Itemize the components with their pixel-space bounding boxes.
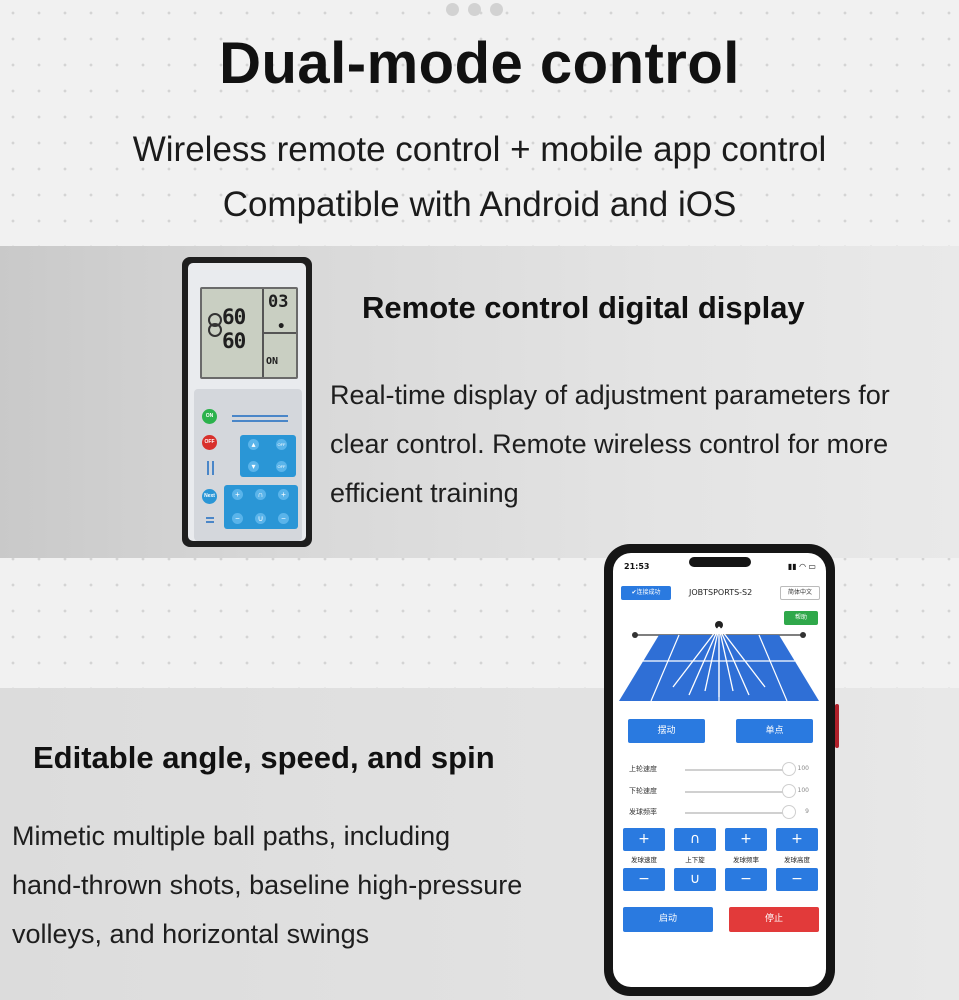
page-title: Dual-mode control — [219, 31, 740, 96]
lcd-divider — [262, 332, 296, 334]
edit-text-line: Mimetic multiple ball paths, including — [12, 821, 451, 851]
slider-top-wheel-speed: 上轮速度 100 — [629, 762, 809, 776]
subtitle-line-2: Compatible with Android and iOS — [222, 185, 737, 224]
slider-track[interactable] — [685, 812, 789, 814]
spin-up-icon: ∩ — [255, 489, 266, 500]
mode-swing-button[interactable]: 摆动 — [628, 719, 705, 743]
phone-notch — [689, 557, 751, 567]
language-button[interactable]: 简体中文 — [780, 586, 820, 600]
serve-speed-plus-button[interactable]: + — [623, 828, 665, 851]
slider-label: 下轮速度 — [629, 787, 657, 795]
pager-dot[interactable] — [468, 3, 481, 16]
edit-section-text: Mimetic multiple ball paths, including h… — [12, 812, 612, 959]
pager-dot[interactable] — [446, 3, 459, 16]
slider-bottom-wheel-speed: 下轮速度 100 — [629, 784, 809, 798]
down-arrow-icon: ▾ — [248, 461, 259, 472]
subtitle-line-1: Wireless remote control + mobile app con… — [132, 130, 827, 169]
remote-lcd-display: 60 60 03 • ON — [200, 287, 298, 379]
minus-icon: − — [278, 513, 289, 524]
remote-off-button: OFF — [202, 435, 217, 450]
control-label: 发球速度 — [631, 856, 657, 864]
ball-machine-icon — [715, 621, 723, 629]
slider-value: 100 — [797, 787, 809, 794]
remote-body: 60 60 03 • ON ON OFF Next ▴ OFF ▾ OFF + — [188, 263, 306, 541]
lcd-status: ON — [266, 356, 279, 367]
slider-track[interactable] — [685, 791, 789, 793]
slider-knob[interactable] — [782, 805, 796, 819]
slider-track[interactable] — [685, 769, 789, 771]
help-button[interactable]: 帮助 — [784, 611, 818, 625]
slider-knob[interactable] — [782, 784, 796, 798]
serve-height-plus-button[interactable]: + — [776, 828, 818, 851]
edit-text-line: volleys, and horizontal swings — [12, 919, 370, 949]
remote-section-heading: Remote control digital display — [362, 290, 805, 325]
slider-value: 9 — [805, 808, 809, 815]
app-screen: 21:53 ▮▮ ◠ ▭ ✔连接成功 JOBTSPORTS-S2 简体中文 帮助 — [613, 553, 826, 987]
keypad-bar — [212, 461, 214, 475]
phone-side-button — [835, 704, 839, 748]
slider-serve-frequency: 发球频率 9 — [629, 805, 809, 819]
minus-icon: − — [232, 513, 243, 524]
edit-section-heading: Editable angle, speed, and spin — [33, 740, 495, 775]
court-line — [650, 634, 680, 702]
remote-keypad: ON OFF Next ▴ OFF ▾ OFF + ∩ + − ∪ − — [194, 389, 302, 541]
remote-small-off-key: OFF — [276, 461, 287, 472]
lcd-speed-top: 60 — [222, 305, 246, 329]
elev-oscillate-keys: ▴ OFF ▾ OFF — [240, 435, 296, 477]
court-diagram — [619, 621, 819, 702]
remote-control-image: 60 60 03 • ON ON OFF Next ▴ OFF ▾ OFF + — [182, 257, 312, 547]
ball-paths — [672, 626, 766, 697]
remote-section-band — [0, 246, 959, 558]
control-label: 发球高度 — [784, 856, 810, 864]
slider-label: 发球频率 — [629, 808, 657, 816]
net-post — [632, 632, 638, 638]
slider-knob[interactable] — [782, 762, 796, 776]
serve-speed-minus-button[interactable]: − — [623, 868, 665, 891]
wheel-icon — [208, 323, 222, 337]
remote-small-off-key: OFF — [276, 439, 287, 450]
keypad-stripe — [232, 415, 288, 417]
pager-dot[interactable] — [490, 3, 503, 16]
plus-icon: + — [278, 489, 289, 500]
status-bar: 21:53 ▮▮ ◠ ▭ — [624, 562, 816, 571]
net-post — [800, 632, 806, 638]
plus-icon: + — [232, 489, 243, 500]
device-name: JOBTSPORTS-S2 — [689, 588, 753, 597]
keypad-bar — [206, 517, 214, 519]
slider-value: 100 — [797, 765, 809, 772]
serve-frequency-minus-button[interactable]: − — [725, 868, 767, 891]
speed-spin-feed-keys: + ∩ + − ∪ − — [224, 485, 298, 529]
edit-text-line: hand-thrown shots, baseline high-pressur… — [12, 870, 523, 900]
app-header: ✔连接成功 JOBTSPORTS-S2 简体中文 — [621, 586, 820, 602]
lcd-speed-bottom: 60 — [222, 329, 246, 353]
remote-on-button: ON — [202, 409, 217, 424]
stop-button[interactable]: 停止 — [729, 907, 819, 932]
lcd-dot: • — [277, 319, 286, 335]
spin-down-icon: ∪ — [255, 513, 266, 524]
pager-dots — [446, 3, 503, 16]
control-label: 发球频率 — [733, 856, 759, 864]
court-line — [758, 634, 788, 702]
spin-up-button[interactable]: ∩ — [674, 828, 716, 851]
remote-next-button: Next — [202, 489, 217, 504]
remote-section-text: Real-time display of adjustment paramete… — [330, 380, 890, 508]
mode-single-button[interactable]: 单点 — [736, 719, 813, 743]
up-arrow-icon: ▴ — [248, 439, 259, 450]
keypad-bar — [206, 521, 214, 523]
spin-down-button[interactable]: ∪ — [674, 868, 716, 891]
lcd-ball-count: 03 — [268, 292, 289, 312]
slider-label: 上轮速度 — [629, 765, 657, 773]
phone-mockup: 21:53 ▮▮ ◠ ▭ ✔连接成功 JOBTSPORTS-S2 简体中文 帮助 — [604, 544, 839, 996]
signal-wifi-battery-icon: ▮▮ ◠ ▭ — [787, 562, 816, 571]
keypad-bar — [207, 461, 209, 475]
start-button[interactable]: 启动 — [623, 907, 713, 932]
keypad-stripe — [232, 420, 288, 422]
serve-height-minus-button[interactable]: − — [776, 868, 818, 891]
connection-button[interactable]: ✔连接成功 — [621, 586, 671, 600]
serve-frequency-plus-button[interactable]: + — [725, 828, 767, 851]
status-time: 21:53 — [624, 562, 650, 571]
control-label: 上下旋 — [685, 856, 705, 864]
